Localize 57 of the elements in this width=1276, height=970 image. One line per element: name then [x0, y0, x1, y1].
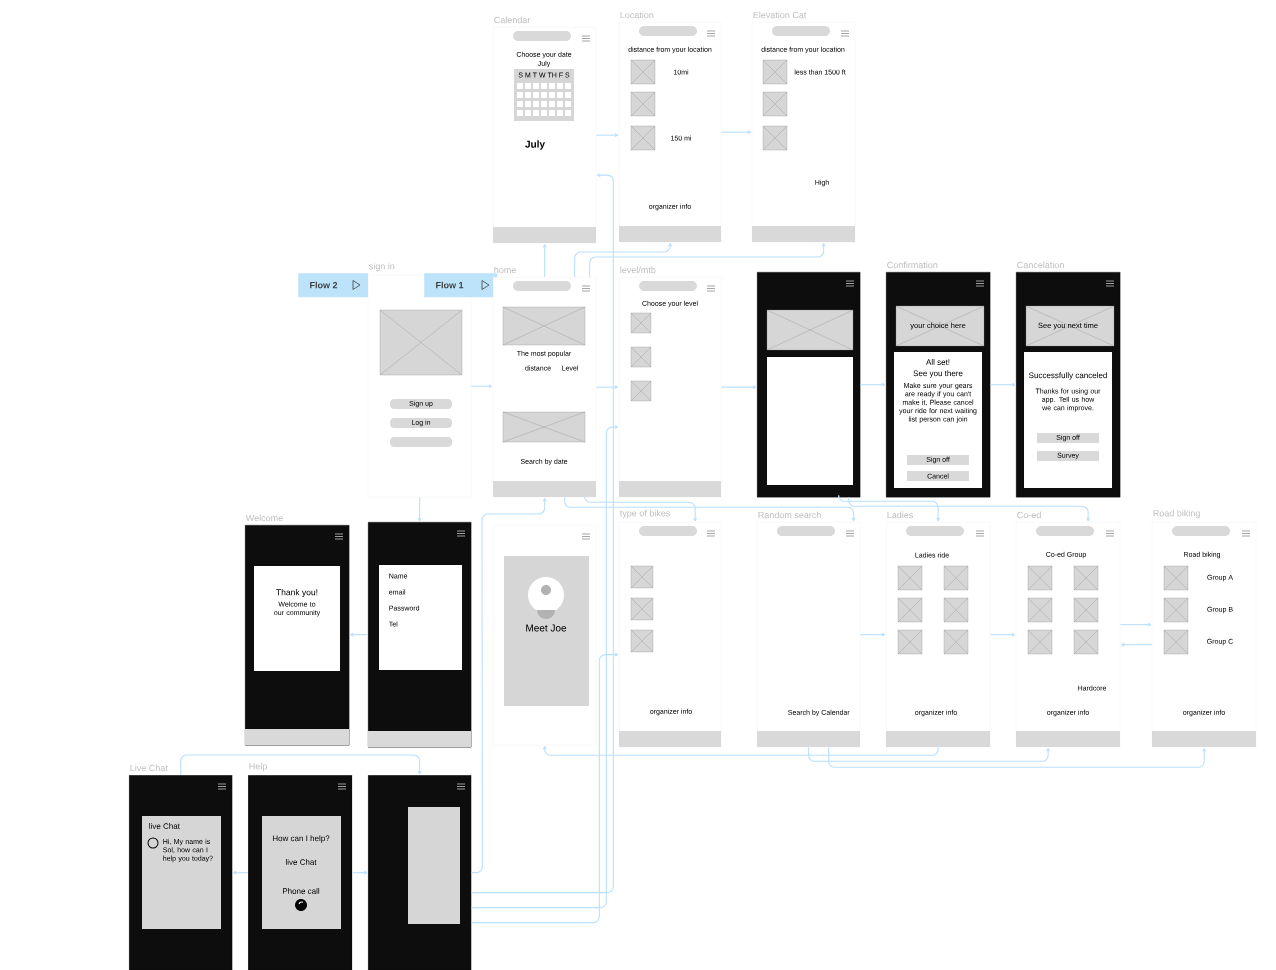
- heading: How can I help?: [273, 835, 330, 843]
- arrow: [470, 425, 619, 909]
- screen-title: Road biking: [1153, 509, 1200, 519]
- screen-title: Help: [249, 762, 267, 772]
- arrow: [564, 496, 856, 522]
- screen-title: home: [494, 266, 516, 274]
- arrow: [595, 385, 619, 390]
- heading: All set!: [926, 359, 950, 365]
- screen-title: type of bikes: [619, 509, 670, 519]
- heading: Meet Joe: [526, 624, 567, 632]
- arrow: [232, 870, 249, 875]
- arrow: [542, 745, 939, 756]
- arrow: [989, 632, 1016, 637]
- arrow: [838, 494, 941, 522]
- arrow: [828, 746, 1207, 768]
- heading: Phone call: [283, 888, 320, 894]
- arrow: [989, 382, 1016, 387]
- arrow: [470, 384, 493, 389]
- arrow: [470, 652, 619, 924]
- arrow: [859, 382, 886, 387]
- arrow: [1119, 622, 1152, 627]
- arrow: [595, 133, 619, 138]
- screen-title: Welcome: [245, 514, 283, 522]
- flow-label: Flow 1: [424, 273, 498, 298]
- heading: live Chat: [149, 823, 180, 829]
- arrow: [574, 242, 673, 278]
- arrow: [720, 385, 757, 390]
- arrow: [470, 173, 614, 894]
- heading: See you there: [913, 370, 963, 378]
- arrow: [349, 632, 369, 637]
- heading: live Chat: [286, 859, 317, 865]
- arrow: [584, 495, 698, 522]
- arrow: [1120, 642, 1153, 647]
- arrow: [417, 496, 422, 522]
- screen-title: Confirmation: [887, 261, 938, 269]
- arrow: [808, 746, 1051, 762]
- arrow: [542, 243, 547, 278]
- heading: Thank you!: [276, 589, 318, 597]
- screen-title: Live Chat: [130, 764, 168, 772]
- arrow: [470, 497, 547, 874]
- screen-title: Cancelation: [1017, 261, 1064, 269]
- screen-title: Ladies: [887, 511, 913, 519]
- screen-title: Calendar: [494, 16, 531, 24]
- arrow: [848, 496, 1091, 522]
- arrow: [720, 130, 752, 135]
- screen-title: Location: [620, 11, 654, 19]
- arrow: [589, 242, 826, 278]
- body-text: July: [525, 140, 545, 150]
- heading: Successfully canceled: [1029, 372, 1107, 380]
- flow-label: Flow 2: [298, 273, 369, 298]
- screen-title: Random search: [758, 511, 821, 519]
- arrow: [180, 754, 422, 776]
- screen-title: Co-ed: [1017, 511, 1041, 519]
- arrow: [351, 870, 368, 875]
- arrow: [859, 632, 886, 637]
- screen-title: Elevation Cat: [753, 11, 807, 19]
- screen-title: level/mtb: [620, 266, 656, 274]
